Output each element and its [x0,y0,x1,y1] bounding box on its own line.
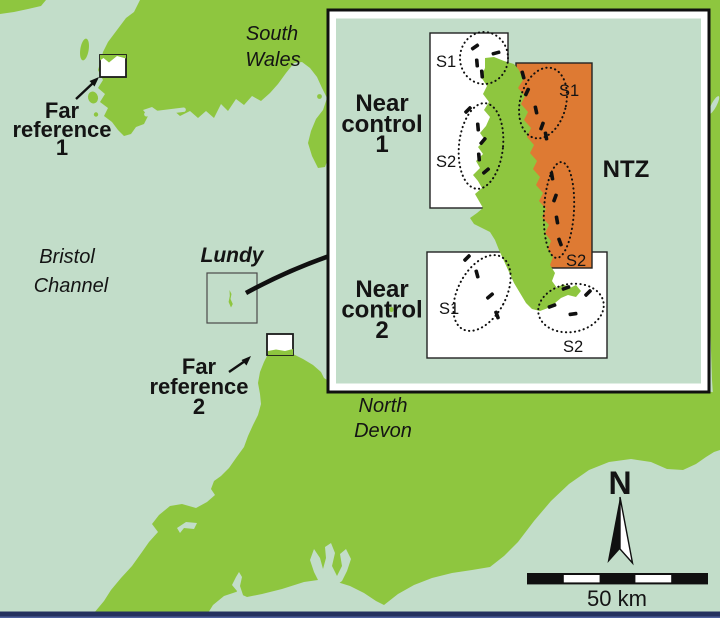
bay-peninsula-finger [581,459,595,469]
label-ntz: NTZ [603,156,650,183]
north-arrow-label: N [608,465,631,501]
site-ellipse-nc2-s1 [452,254,512,332]
scale-bar-segment [599,574,636,584]
estuary-inlet-3 [177,522,197,533]
lundy-island-inset [470,57,581,311]
lundy-islet [228,290,233,308]
site-ellipse-ntz-s1 [518,66,568,140]
label-lundy: Lundy [201,244,265,267]
label-site-nc1-s2: S2 [436,153,456,171]
scale-bar-segment [528,574,564,584]
label-south-wales-line1: South [246,23,298,45]
estuary-inlet-1 [232,572,243,602]
island-small-2 [87,91,99,104]
label-bristol-channel-line1: Bristol [39,246,95,268]
label-site-nc1-s1: S1 [436,53,456,71]
label-far-reference-1-line1: Far [45,98,80,123]
north-arrow: N [607,465,634,566]
label-far-reference-2-line1: Far [182,354,217,379]
label-bristol-channel-line2: Channel [34,275,109,297]
label-site-ntz-s1: S1 [559,82,579,100]
label-near-control-2-line3: 2 [375,317,388,344]
far-reference-1-coast-overlap [100,55,126,63]
label-site-ntz-s2: S2 [566,252,586,270]
site-ellipse-nc2-s2 [537,282,605,334]
site-ellipse-nc1-s1 [459,31,509,85]
label-south-wales-line2: Wales [245,49,300,71]
inset-islet [389,306,394,313]
corner-land-wedge [0,0,46,14]
scale-bar-label: 50 km [587,586,647,611]
inset-panel: Near control 1 Near control 2 NTZ S1 S2 … [326,8,711,394]
scale-bar: 50 km [527,573,708,611]
label-near-control-2-line2: control [341,297,422,324]
label-site-nc2-s2: S2 [563,338,583,356]
far-reference-2-coast-overlap [268,349,293,355]
island-small-1 [80,38,89,61]
far-reference-1-arrow [75,77,99,100]
north-arrow-needle-right [619,496,634,566]
label-near-control-1-line1: Near [355,90,408,117]
label-near-control-1-line2: control [341,111,422,138]
label-north-devon-line2: Devon [354,420,412,442]
footer-bar [0,611,720,618]
island-small-4 [317,94,322,99]
label-far-reference-2-line3: 2 [193,394,205,419]
label-site-nc2-s1: S1 [439,300,459,318]
label-far-reference-1-line2: reference [12,117,111,142]
label-near-control-1-line3: 1 [375,131,388,158]
transect-marks [463,43,592,320]
lundy-locator-box [206,272,258,324]
label-north-devon-line1: North [359,395,408,417]
island-small-3 [93,112,99,117]
estuary-inlet-2 [310,543,351,587]
far-reference-2-arrow [228,356,251,373]
site-ellipse-ntz-s2 [542,161,576,259]
scale-bar-segment [671,574,707,584]
label-far-reference-2-line2: reference [149,374,248,399]
footer-bar-edge [0,616,720,618]
label-near-control-2-line1: Near [355,276,408,303]
north-arrow-needle-left [607,497,620,563]
site-ellipse-nc1-s2 [457,102,505,190]
milford-haven-inlet [144,107,186,123]
coast-notch-right-edge [708,96,720,114]
label-far-reference-1-line3: 1 [56,135,68,160]
